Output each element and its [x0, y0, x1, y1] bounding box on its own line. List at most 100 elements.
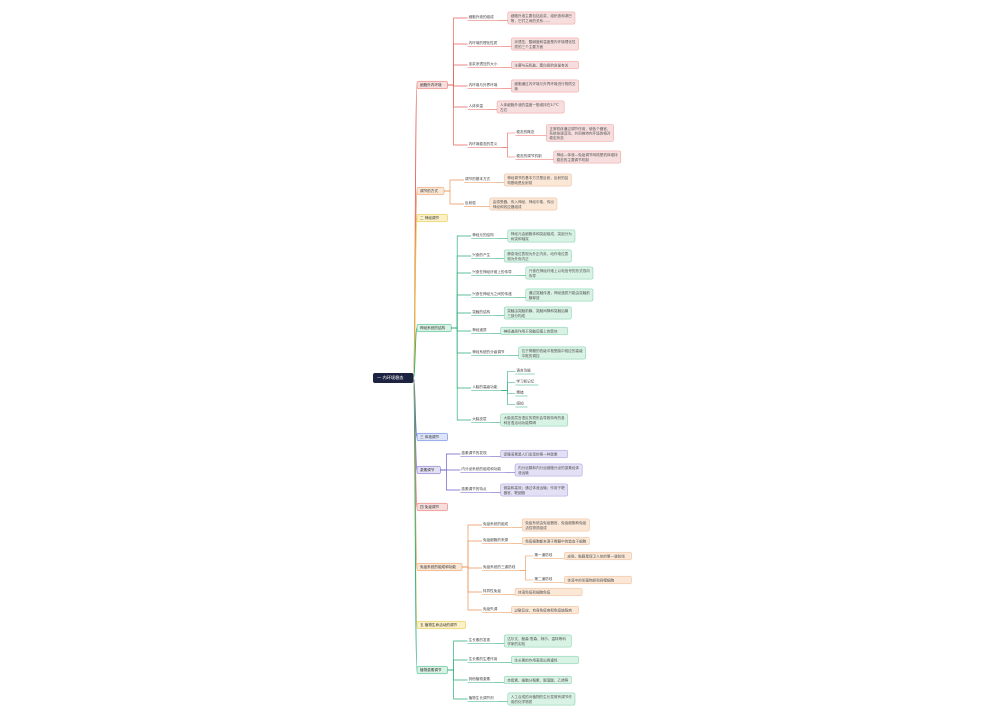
topic-node[interactable]: 内环境与外界环境 [467, 82, 502, 89]
topic-node[interactable]: 内分泌系统的组成和功能 [460, 466, 505, 473]
topic-node[interactable]: 植物生长调节剂 [467, 695, 498, 702]
branch-node[interactable]: 植物激素调节 [416, 665, 448, 675]
topic-label: 神经递质 [472, 327, 487, 332]
sub-connector [501, 390, 516, 405]
child-connector [451, 327, 472, 354]
subtopic-node[interactable]: 第一道防线 [533, 552, 557, 559]
note-text: 静息电位表现为外正内负，动作电位表现为外负内正 [507, 251, 568, 261]
subtopic-label: 感知 [516, 401, 524, 406]
note-text: 神经递质作用于突触后膜上的受体 [504, 329, 558, 334]
subtopic-node[interactable]: 感知 [515, 401, 528, 408]
topic-node[interactable]: 兴奋的产生 [471, 252, 495, 259]
topic-node[interactable]: 人脑的高级功能 [471, 384, 502, 391]
topic-node[interactable]: 内环境稳态的意义 [467, 141, 502, 148]
topic-label: 人体体温 [469, 103, 484, 108]
subtopic-node[interactable]: 稳态的调节机制 [515, 153, 546, 160]
note-text: 过敏反应、自身免疫病和免疫缺陷病 [514, 608, 572, 613]
root-node[interactable]: 一 内环境稳态 [373, 373, 414, 383]
note-box [518, 346, 586, 360]
topic-node[interactable]: 激素调节的特点 [460, 486, 491, 493]
branch-connector [412, 377, 418, 671]
child-connector [451, 235, 472, 329]
branch-node[interactable]: 二 神经调节 [416, 213, 448, 223]
topic-label: 细胞外液的组成 [469, 14, 495, 19]
topic-node[interactable]: 生长素的生理作用 [467, 656, 502, 663]
topic-node[interactable]: 神经系统的分级调节 [471, 349, 509, 356]
note-text: 免疫系统由免疫器官、免疫细胞和免疫活性物质组成 [525, 520, 586, 530]
subtopic-node[interactable]: 情绪 [515, 390, 528, 397]
note-box [507, 11, 576, 25]
branch-node[interactable]: 细胞外内环境 [416, 80, 448, 90]
subtopic-node[interactable]: 第二道防线 [533, 576, 557, 583]
topic-node[interactable]: 激素调节的发现 [460, 450, 491, 457]
branch-label: 细胞外内环境 [420, 82, 442, 87]
topic-node[interactable]: 大脑皮层 [471, 416, 491, 423]
topic-node[interactable]: 免疫失调 [482, 606, 502, 613]
note-text: 微量和高效；通过体液运输；作用于靶器官、靶细胞 [504, 485, 565, 495]
branch-node[interactable]: 三 体液调节 [416, 432, 448, 442]
note-text: 促胰液素是人们发现的第一种激素 [504, 452, 558, 457]
sub-connector [501, 390, 516, 394]
branch-node[interactable]: 激素调节 [416, 465, 441, 475]
topic-node[interactable]: 调节的基本方式 [464, 176, 495, 183]
note-card: 渗透压、酸碱度和温度是内环境理化性质的三个主要方面 [511, 37, 579, 51]
note-box [511, 37, 579, 51]
note-text: 人工合成的对植物的生长发育有调节作用的化学物质 [511, 694, 572, 704]
note-text: 通过突触传递，神经递质只能由突触前膜释放 [529, 290, 590, 300]
topic-node[interactable]: 生长素的发现 [467, 637, 495, 644]
child-connector [451, 327, 472, 421]
topic-node[interactable]: 人体体温 [467, 103, 487, 110]
child-connector [447, 17, 468, 86]
note-text: 渗透压、酸碱度和温度是内环境理化性质的三个主要方面 [514, 39, 575, 49]
subtopic-node[interactable]: 稳态的概念 [515, 129, 539, 136]
topic-label: 调节的基本方式 [465, 176, 491, 181]
note-box [564, 552, 632, 560]
topic-node[interactable]: 神经元的结构 [471, 232, 498, 239]
child-connector [462, 540, 482, 568]
topic-node[interactable]: 血浆渗透压的大小 [467, 61, 502, 68]
note-text: 内分泌腺和内分泌细胞分泌的激素经体液运输 [518, 465, 579, 475]
child-connector [451, 312, 472, 329]
topic-node[interactable]: 兴奋在神经元之间的传递 [471, 291, 516, 298]
branch-node[interactable]: 调节的方式 [416, 186, 445, 196]
topic-node[interactable]: 内环境的理化性质 [467, 40, 502, 47]
topic-node[interactable]: 免疫细胞的来源 [482, 537, 513, 544]
topic-node[interactable]: 突触的结构 [471, 309, 495, 316]
branch-label: 五 植物生命活动的调节 [420, 622, 457, 627]
branch-node[interactable]: 神经系统的结构 [416, 323, 452, 333]
note-card: 达尔文、鲍森·詹森、拜尔、温特等科学家的实验 [504, 634, 572, 648]
note-card: 由感受器、传入神经、神经中枢、传出神经和效应器组成 [489, 197, 558, 211]
note-card: 大脑皮层言语区的损伤会导致特有的各种言语活动功能障碍 [500, 413, 568, 427]
topic-label: 大脑皮层 [472, 416, 487, 421]
branch-label: 二 神经调节 [420, 215, 440, 220]
branch-node[interactable]: 五 植物生命活动的调节 [416, 620, 466, 630]
note-text: 兴奋在神经纤维上以电信号的形式双向传导 [529, 268, 590, 278]
child-connector [447, 64, 468, 86]
note-card: 人体细胞外液的温度一般维持在37℃左右 [496, 100, 565, 114]
topic-node[interactable]: 细胞外液的组成 [467, 14, 498, 21]
subtopic-node[interactable]: 学习和记忆 [515, 379, 539, 386]
subtopic-label: 学习和记忆 [516, 379, 534, 384]
note-text: 神经调节的基本方式是反射，反射的结构基础是反射弧 [507, 175, 568, 185]
child-connector [444, 190, 464, 205]
note-box [522, 518, 590, 532]
topic-node[interactable]: 特异性免疫 [482, 588, 505, 595]
topic-node[interactable]: 反射弧 [464, 200, 480, 207]
note-text: 细胞外液主要包括血浆、组织液和淋巴等，它们之间的关系…… [511, 13, 572, 23]
branch-node[interactable]: 四 免疫调节 [416, 502, 448, 512]
note-card: 神经递质作用于突触后膜上的受体 [500, 327, 568, 335]
note-box [511, 656, 579, 664]
topic-node[interactable]: 免疫系统的组成 [482, 521, 513, 528]
note-card: 免疫细胞都来源于骨髓中的造血干细胞 [522, 537, 590, 545]
topic-label: 神经系统的分级调节 [472, 349, 505, 354]
topic-node[interactable]: 免疫系统的三道防线 [482, 564, 520, 571]
child-connector [444, 179, 464, 192]
note-box [500, 450, 568, 458]
topic-node[interactable]: 其他植物激素 [467, 676, 495, 683]
topic-node[interactable]: 兴奋在神经纤维上的传导 [471, 269, 516, 276]
child-connector [440, 469, 461, 491]
branch-node[interactable]: 免疫系统的组成和功能 [416, 562, 463, 572]
subtopic-node[interactable]: 语言功能 [515, 368, 535, 375]
topic-node[interactable]: 神经递质 [471, 327, 491, 334]
